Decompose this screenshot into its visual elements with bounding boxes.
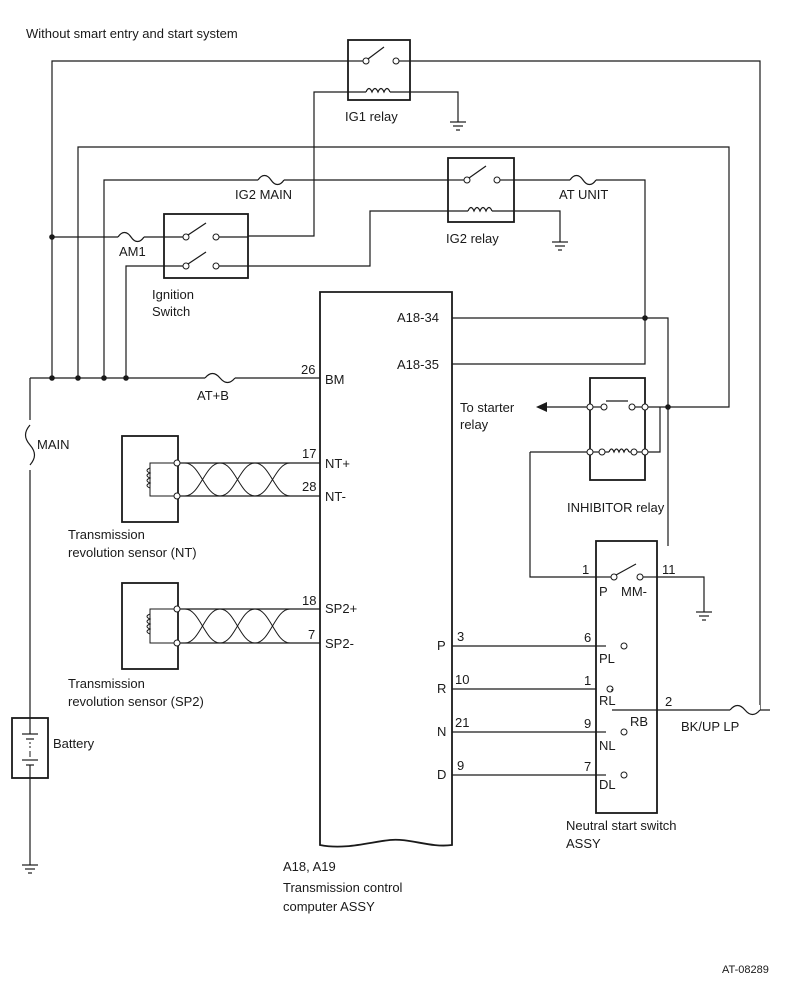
twisted-pair-sp2 <box>184 608 291 644</box>
ecu-pin-ntp: 17 <box>302 446 316 461</box>
ecu-pin-r: 10 <box>455 672 469 687</box>
nss-terminal-pl: PL <box>599 651 615 666</box>
ecu-pin-n: 21 <box>455 715 469 730</box>
nss-pin-nl: 9 <box>584 716 591 731</box>
ecu-name-line2: computer ASSY <box>283 899 375 914</box>
fuse-at-unit <box>569 174 597 186</box>
ecu-terminal-sp2p: SP2+ <box>325 601 357 616</box>
fuse-ig2-main <box>257 174 285 186</box>
nss-terminal-dl: DL <box>599 777 616 792</box>
twisted-pair-nt <box>184 462 291 497</box>
ecu-name-line1: Transmission control <box>283 880 403 895</box>
ig2-relay-label: IG2 relay <box>446 231 499 246</box>
ecu-terminal-sp2m: SP2- <box>325 636 354 651</box>
sp2-sensor-label-2: revolution sensor (SP2) <box>68 694 204 709</box>
fuse-main <box>24 424 36 466</box>
inhibitor-relay-label: INHIBITOR relay <box>567 500 665 515</box>
ecu-terminal-ntm: NT- <box>325 489 346 504</box>
fuse-ig2-main-label: IG2 MAIN <box>235 187 292 202</box>
transmission-ecu <box>319 291 453 848</box>
fuse-at-unit-label: AT UNIT <box>559 187 608 202</box>
ignition-switch <box>163 213 249 279</box>
ignition-switch-label-1: Ignition <box>152 287 194 302</box>
fuse-am1 <box>117 231 145 243</box>
nss-pin-dl: 7 <box>584 759 591 774</box>
ecu-terminal-p: P <box>437 638 446 653</box>
ecu-pin-d: 9 <box>457 758 464 773</box>
sp2-sensor <box>121 582 181 670</box>
nss-pin-pl: 6 <box>584 630 591 645</box>
ecu-terminal-a18-34: A18-34 <box>397 310 439 325</box>
ground-symbols <box>22 121 712 874</box>
ecu-terminal-ntp: NT+ <box>325 456 350 471</box>
nss-terminal-nl: NL <box>599 738 616 753</box>
junction-dots <box>49 234 671 410</box>
starter-label-2: relay <box>460 417 489 432</box>
nt-sensor-label-1: Transmission <box>68 527 145 542</box>
nss-terminal-rl: RL <box>599 693 616 708</box>
sp2-sensor-label-1: Transmission <box>68 676 145 691</box>
ecu-connectors-label: A18, A19 <box>283 859 336 874</box>
starter-arrow-icon <box>536 402 547 412</box>
fuse-am1-label: AM1 <box>119 244 146 259</box>
nt-sensor-label-2: revolution sensor (NT) <box>68 545 197 560</box>
nss-pin-rl: 1 <box>584 673 591 688</box>
ig1-relay <box>347 39 411 101</box>
nt-sensor <box>121 435 181 523</box>
ecu-terminal-d: D <box>437 767 446 782</box>
fuse-bk-up-lp <box>729 704 761 716</box>
ecu-pin-ntm: 28 <box>302 479 316 494</box>
battery-label: Battery <box>53 736 95 751</box>
header-note: Without smart entry and start system <box>26 26 238 41</box>
ecu-terminal-bm: BM <box>325 372 345 387</box>
fuse-at-b <box>204 372 236 384</box>
ecu-terminal-n: N <box>437 724 446 739</box>
fuse-main-label: MAIN <box>37 437 70 452</box>
battery <box>11 717 49 779</box>
ig1-relay-label: IG1 relay <box>345 109 398 124</box>
ecu-pin-sp2p: 18 <box>302 593 316 608</box>
fuse-bk-up-lp-label: BK/UP LP <box>681 719 739 734</box>
figure-id: AT-08289 <box>722 964 769 976</box>
nss-name-line2: ASSY <box>566 836 601 851</box>
ig2-relay <box>447 157 515 223</box>
ecu-pin-bm: 26 <box>301 362 315 377</box>
ecu-pin-p: 3 <box>457 629 464 644</box>
ecu-terminal-r: R <box>437 681 446 696</box>
starter-label-1: To starter <box>460 400 515 415</box>
nss-terminal-mm: MM- <box>621 584 647 599</box>
ignition-switch-label-2: Switch <box>152 304 190 319</box>
fuse-at-b-label: AT+B <box>197 388 229 403</box>
inhibitor-relay <box>586 377 649 481</box>
nss-pin-rb: 2 <box>665 694 672 709</box>
ecu-terminal-a18-35: A18-35 <box>397 357 439 372</box>
nss-terminal-rb: RB <box>630 714 648 729</box>
nss-pin-p: 1 <box>582 562 589 577</box>
nss-pin-mm: 11 <box>662 562 676 577</box>
nss-terminal-p: P <box>599 584 608 599</box>
nss-name-line1: Neutral start switch <box>566 818 677 833</box>
ecu-pin-sp2m: 7 <box>308 627 315 642</box>
neutral-start-switch <box>595 540 658 814</box>
